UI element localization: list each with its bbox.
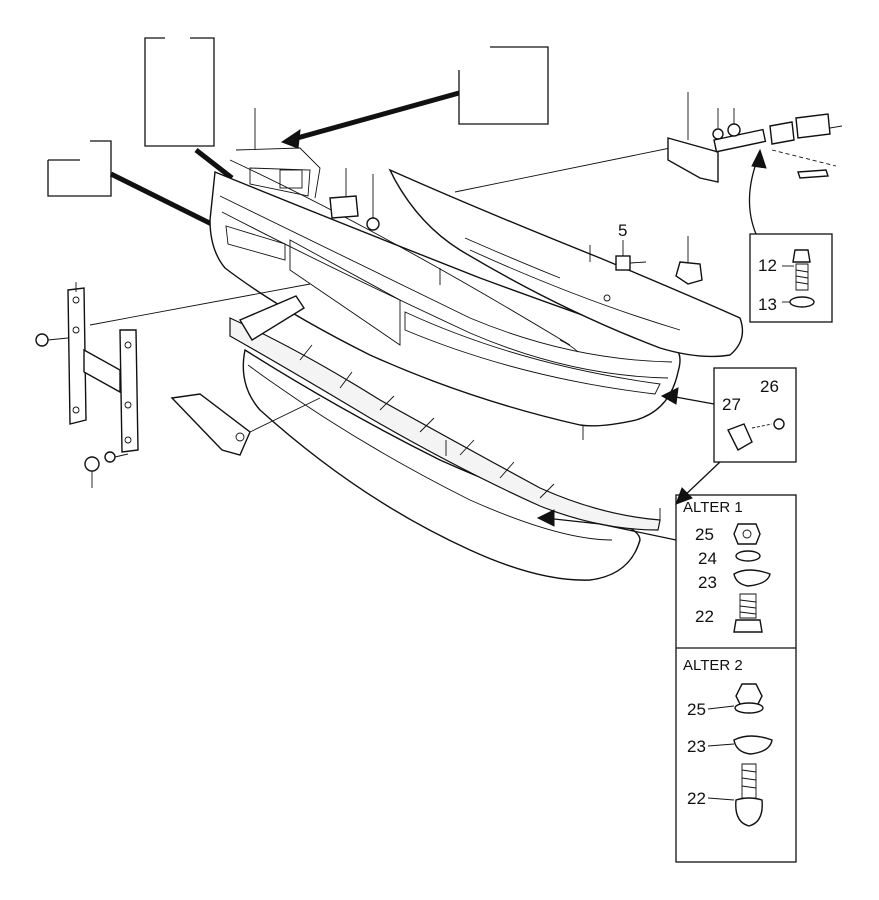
clip-right <box>675 236 703 285</box>
side-bracket-lower <box>170 393 321 456</box>
clip-part-5 <box>615 240 647 271</box>
tow-bracket-assembly <box>667 92 843 235</box>
bolt-top <box>366 174 380 231</box>
detail-box-12-13 <box>749 233 833 323</box>
alter1-label-3: 22 <box>695 607 714 626</box>
alter-options-box <box>675 494 797 863</box>
alter1-label-1: 24 <box>698 549 717 568</box>
alter2-leader-25 <box>707 705 735 710</box>
alter2-label-2: 22 <box>687 789 706 808</box>
alter1-label-2: 23 <box>698 573 717 592</box>
callout-27: 27 <box>722 395 741 414</box>
bumper-cover <box>209 108 681 440</box>
alter2-leader-23 <box>707 743 735 747</box>
reference-box-top-right <box>280 46 549 149</box>
alter1-label-0: 25 <box>695 525 714 544</box>
reference-box-top-center <box>144 37 234 180</box>
alter2-leader-22 <box>707 797 735 801</box>
alter2-title: ALTER 2 <box>683 657 743 674</box>
callout-26: 26 <box>760 377 779 396</box>
callout-13: 13 <box>758 295 777 314</box>
alter2-parts <box>733 683 773 827</box>
alter1-parts <box>733 523 771 633</box>
detail-box-26-27 <box>660 367 797 505</box>
alter1-title: ALTER 1 <box>683 499 743 516</box>
callout-12: 12 <box>758 256 777 275</box>
alter2-label-0: 25 <box>687 700 706 719</box>
callout-5: 5 <box>618 221 627 240</box>
spoiler-mounting-rail <box>229 295 661 531</box>
bumper-beam <box>388 145 744 358</box>
alter2-label-1: 23 <box>687 737 706 756</box>
clip-bracket-top <box>329 168 359 219</box>
left-side-bracket <box>35 282 311 488</box>
